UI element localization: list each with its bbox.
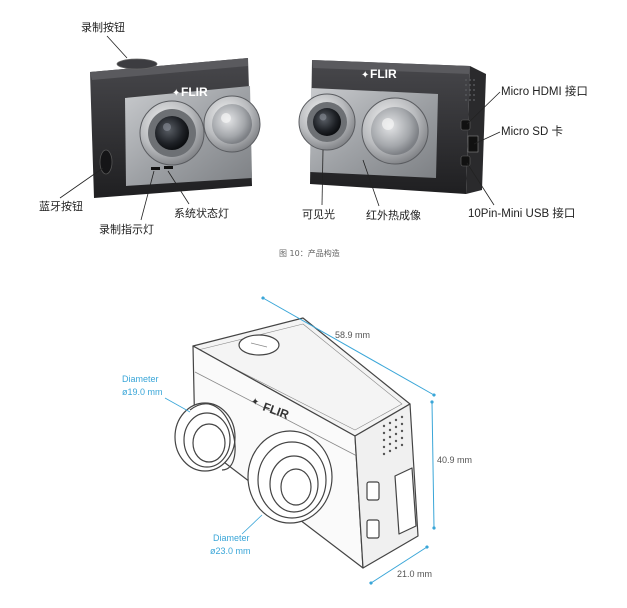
callout-visible-light: 可见光 bbox=[302, 149, 335, 221]
svg-text:可见光: 可见光 bbox=[302, 207, 335, 221]
figure-caption: 图 10：产品构造 bbox=[279, 248, 340, 258]
camera-front-left-photo: FLIR ✦ bbox=[90, 58, 261, 198]
dimension-small-lens: Diameter ø19.0 mm bbox=[122, 374, 191, 413]
svg-text:Diameter: Diameter bbox=[213, 533, 250, 543]
flir-logo-right: ✦ FLIR bbox=[361, 67, 397, 81]
sd-slot-drawing bbox=[394, 467, 417, 535]
svg-text:录制指示灯: 录制指示灯 bbox=[99, 222, 154, 236]
svg-text:FLIR: FLIR bbox=[181, 85, 208, 99]
svg-text:Micro SD 卡: Micro SD 卡 bbox=[501, 125, 563, 138]
camera-front-right-photo: ✦ FLIR bbox=[298, 60, 486, 194]
svg-text:✦: ✦ bbox=[172, 88, 180, 99]
small-lens-drawing bbox=[174, 402, 236, 472]
callout-infrared: 红外热成像 bbox=[362, 159, 421, 222]
svg-text:系统状态灯: 系统状态灯 bbox=[174, 206, 229, 220]
dimension-width: 58.9 mm bbox=[261, 296, 436, 397]
side-port-panel bbox=[465, 79, 475, 101]
callout-record-indicator: 录制指示灯 bbox=[99, 170, 155, 236]
svg-text:58.9 mm: 58.9 mm bbox=[335, 330, 370, 340]
callout-micro-sd: Micro SD 卡 bbox=[473, 125, 563, 145]
svg-text:✦: ✦ bbox=[251, 397, 259, 408]
micro-sd-slot bbox=[467, 135, 479, 153]
mini-usb-port bbox=[460, 155, 471, 167]
svg-text:FLIR: FLIR bbox=[370, 67, 397, 81]
callout-bluetooth-button: 蓝牙按钮 bbox=[39, 167, 104, 213]
svg-text:ø19.0 mm: ø19.0 mm bbox=[122, 387, 163, 397]
callout-usb-port: 10Pin-Mini USB 接口 bbox=[466, 162, 575, 220]
callout-record-button: 录制按钮 bbox=[81, 20, 128, 59]
side-grille-drawing bbox=[382, 415, 404, 456]
dimension-height: 40.9 mm bbox=[430, 400, 472, 530]
usb-port-drawing bbox=[366, 519, 380, 539]
micro-hdmi-port bbox=[460, 119, 471, 131]
svg-text:蓝牙按钮: 蓝牙按钮 bbox=[39, 199, 83, 213]
svg-text:10Pin-Mini USB 接口: 10Pin-Mini USB 接口 bbox=[468, 207, 575, 220]
camera-line-drawing: ✦ FLIR bbox=[174, 317, 419, 569]
svg-text:40.9 mm: 40.9 mm bbox=[437, 455, 472, 465]
svg-text:红外热成像: 红外热成像 bbox=[366, 209, 421, 222]
svg-text:录制按钮: 录制按钮 bbox=[81, 20, 125, 34]
record-indicator-light bbox=[151, 167, 160, 170]
svg-text:✦: ✦ bbox=[361, 70, 369, 81]
status-light bbox=[164, 166, 173, 169]
svg-text:Diameter: Diameter bbox=[122, 374, 159, 384]
hdmi-port-drawing bbox=[366, 481, 380, 501]
large-lens-drawing bbox=[247, 430, 333, 524]
svg-text:21.0 mm: 21.0 mm bbox=[397, 569, 432, 579]
callout-micro-hdmi: Micro HDMI 接口 bbox=[466, 85, 588, 125]
callout-status-light: 系统状态灯 bbox=[167, 170, 229, 220]
svg-text:Micro HDMI 接口: Micro HDMI 接口 bbox=[501, 85, 588, 98]
dimension-depth: 21.0 mm bbox=[369, 545, 432, 585]
svg-text:ø23.0 mm: ø23.0 mm bbox=[210, 546, 251, 556]
flir-logo-left: FLIR ✦ bbox=[172, 85, 208, 99]
dimension-large-lens: Diameter ø23.0 mm bbox=[210, 514, 263, 556]
